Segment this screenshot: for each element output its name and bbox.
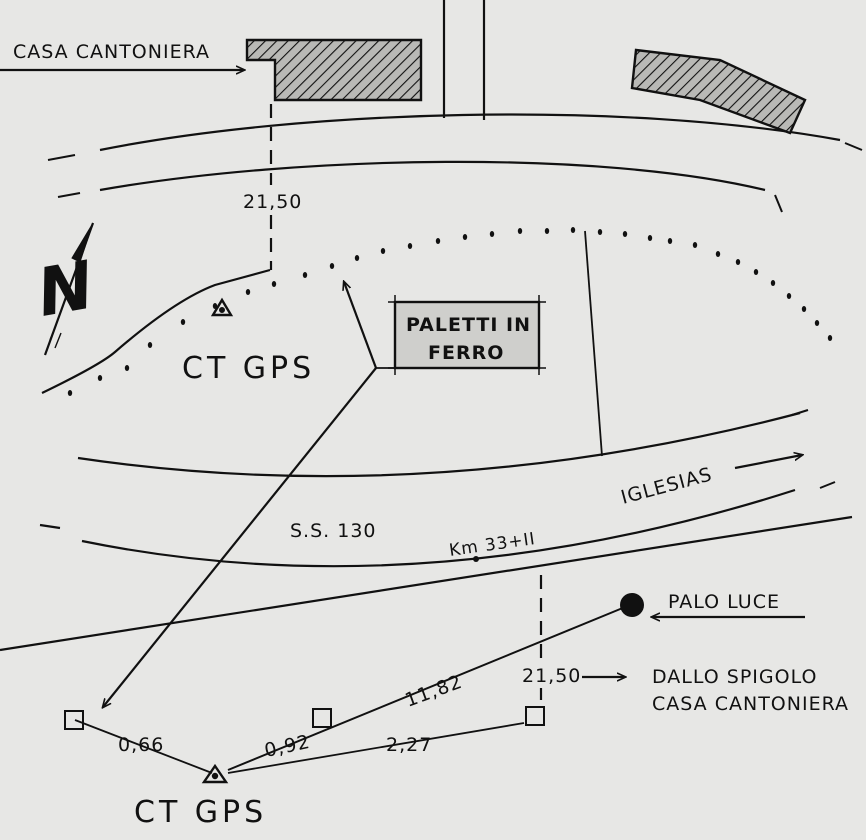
distance-top-label: 21,50	[243, 191, 302, 213]
edge-dot	[770, 280, 776, 286]
iglesias-arrow	[734, 455, 802, 470]
iglesias-label: IGLESIAS	[619, 463, 715, 508]
ref-square-left	[64, 710, 84, 730]
ref-square-middle	[312, 708, 332, 728]
distance-066-label: 0,66	[118, 734, 164, 756]
edge-dot	[147, 342, 153, 348]
edge-dot	[462, 234, 468, 240]
service-road-line-2-dash	[57, 192, 81, 198]
edge-dot	[715, 251, 721, 257]
dallo-spigolo-label: DALLO SPIGOLO	[652, 666, 817, 688]
paletti-label-line2: FERRO	[428, 342, 504, 364]
ct-gps-top-label: CT GPS	[182, 351, 315, 386]
distance-092-label: 0,92	[262, 731, 312, 762]
layby-boundary	[41, 268, 271, 394]
distance-227-label: 2,27	[386, 734, 432, 756]
road-edge-lower	[81, 488, 796, 568]
casa-cantoniera-building	[245, 38, 423, 102]
paletti-pointer-up	[344, 282, 378, 369]
palo-luce-pole	[620, 593, 644, 617]
line-227	[227, 722, 525, 774]
casa-cantoniera-bottom-label: CASA CANTONIERA	[652, 693, 849, 715]
edge-dot	[245, 289, 251, 295]
service-road-line-2	[99, 160, 766, 192]
edge-dot	[67, 390, 73, 396]
edge-dot	[354, 255, 360, 261]
palo-luce-label: PALO LUCE	[668, 591, 780, 613]
km-marker	[473, 556, 479, 562]
edge-dot	[570, 227, 576, 233]
edge-dot	[735, 259, 741, 265]
edge-dot	[302, 272, 308, 278]
edge-dot	[692, 242, 698, 248]
edge-dot	[97, 375, 103, 381]
edge-dot	[180, 319, 186, 325]
gps-triangle-bottom	[201, 763, 229, 784]
edge-dot	[544, 228, 550, 234]
north-arrow-icon	[43, 222, 95, 356]
north-letter: N	[32, 247, 100, 332]
line-to-palo-luce	[227, 604, 631, 771]
paletti-box-extensions	[388, 295, 546, 375]
service-road-line-2-dash-end	[774, 194, 783, 213]
edge-dot	[212, 303, 218, 309]
edge-dot	[329, 263, 335, 269]
edge-dot	[407, 243, 413, 249]
edge-dot	[517, 228, 523, 234]
edge-dot	[814, 320, 820, 326]
road-edge-top-short	[819, 481, 836, 489]
road-edge-middle	[39, 523, 61, 530]
paletti-pointer-down	[103, 367, 377, 707]
edge-dot	[597, 229, 603, 235]
separator-line	[584, 230, 603, 457]
ct-gps-bottom-label: CT GPS	[134, 795, 267, 830]
edge-dot	[827, 335, 833, 341]
edge-dot	[380, 248, 386, 254]
distance-bottom-label: 21,50	[522, 665, 581, 687]
edge-dot	[622, 231, 628, 237]
paletti-label-line1: PALETTI IN	[406, 314, 531, 336]
gps-triangle-top-dot	[218, 307, 225, 314]
line-066	[74, 719, 213, 774]
road-edge-outer	[0, 515, 853, 652]
edge-dot	[435, 238, 441, 244]
road-edge-upper	[77, 411, 801, 478]
road-name-label: S.S. 130	[290, 520, 377, 542]
edge-dot	[786, 293, 792, 299]
edge-dot	[124, 365, 130, 371]
casa-cantoniera-label: CASA CANTONIERA	[13, 41, 210, 63]
service-road-line-1	[99, 113, 841, 152]
edge-dot	[647, 235, 653, 241]
service-road-line-1-dash	[47, 154, 76, 161]
building-top-right	[630, 48, 807, 135]
edge-dot	[271, 281, 277, 287]
edge-dot	[801, 306, 807, 312]
distance-1182-label: 11,82	[402, 671, 465, 712]
ref-square-right	[525, 706, 545, 726]
edge-dot	[667, 238, 673, 244]
edge-dot	[753, 269, 759, 275]
gps-triangle-top	[210, 297, 234, 317]
gps-triangle-bottom-dot	[211, 772, 219, 780]
edge-dot	[489, 231, 495, 237]
dotted-edge	[67, 227, 833, 396]
road-edge-upper-dash	[791, 409, 809, 416]
service-road-line-1-dash-end	[844, 142, 863, 151]
